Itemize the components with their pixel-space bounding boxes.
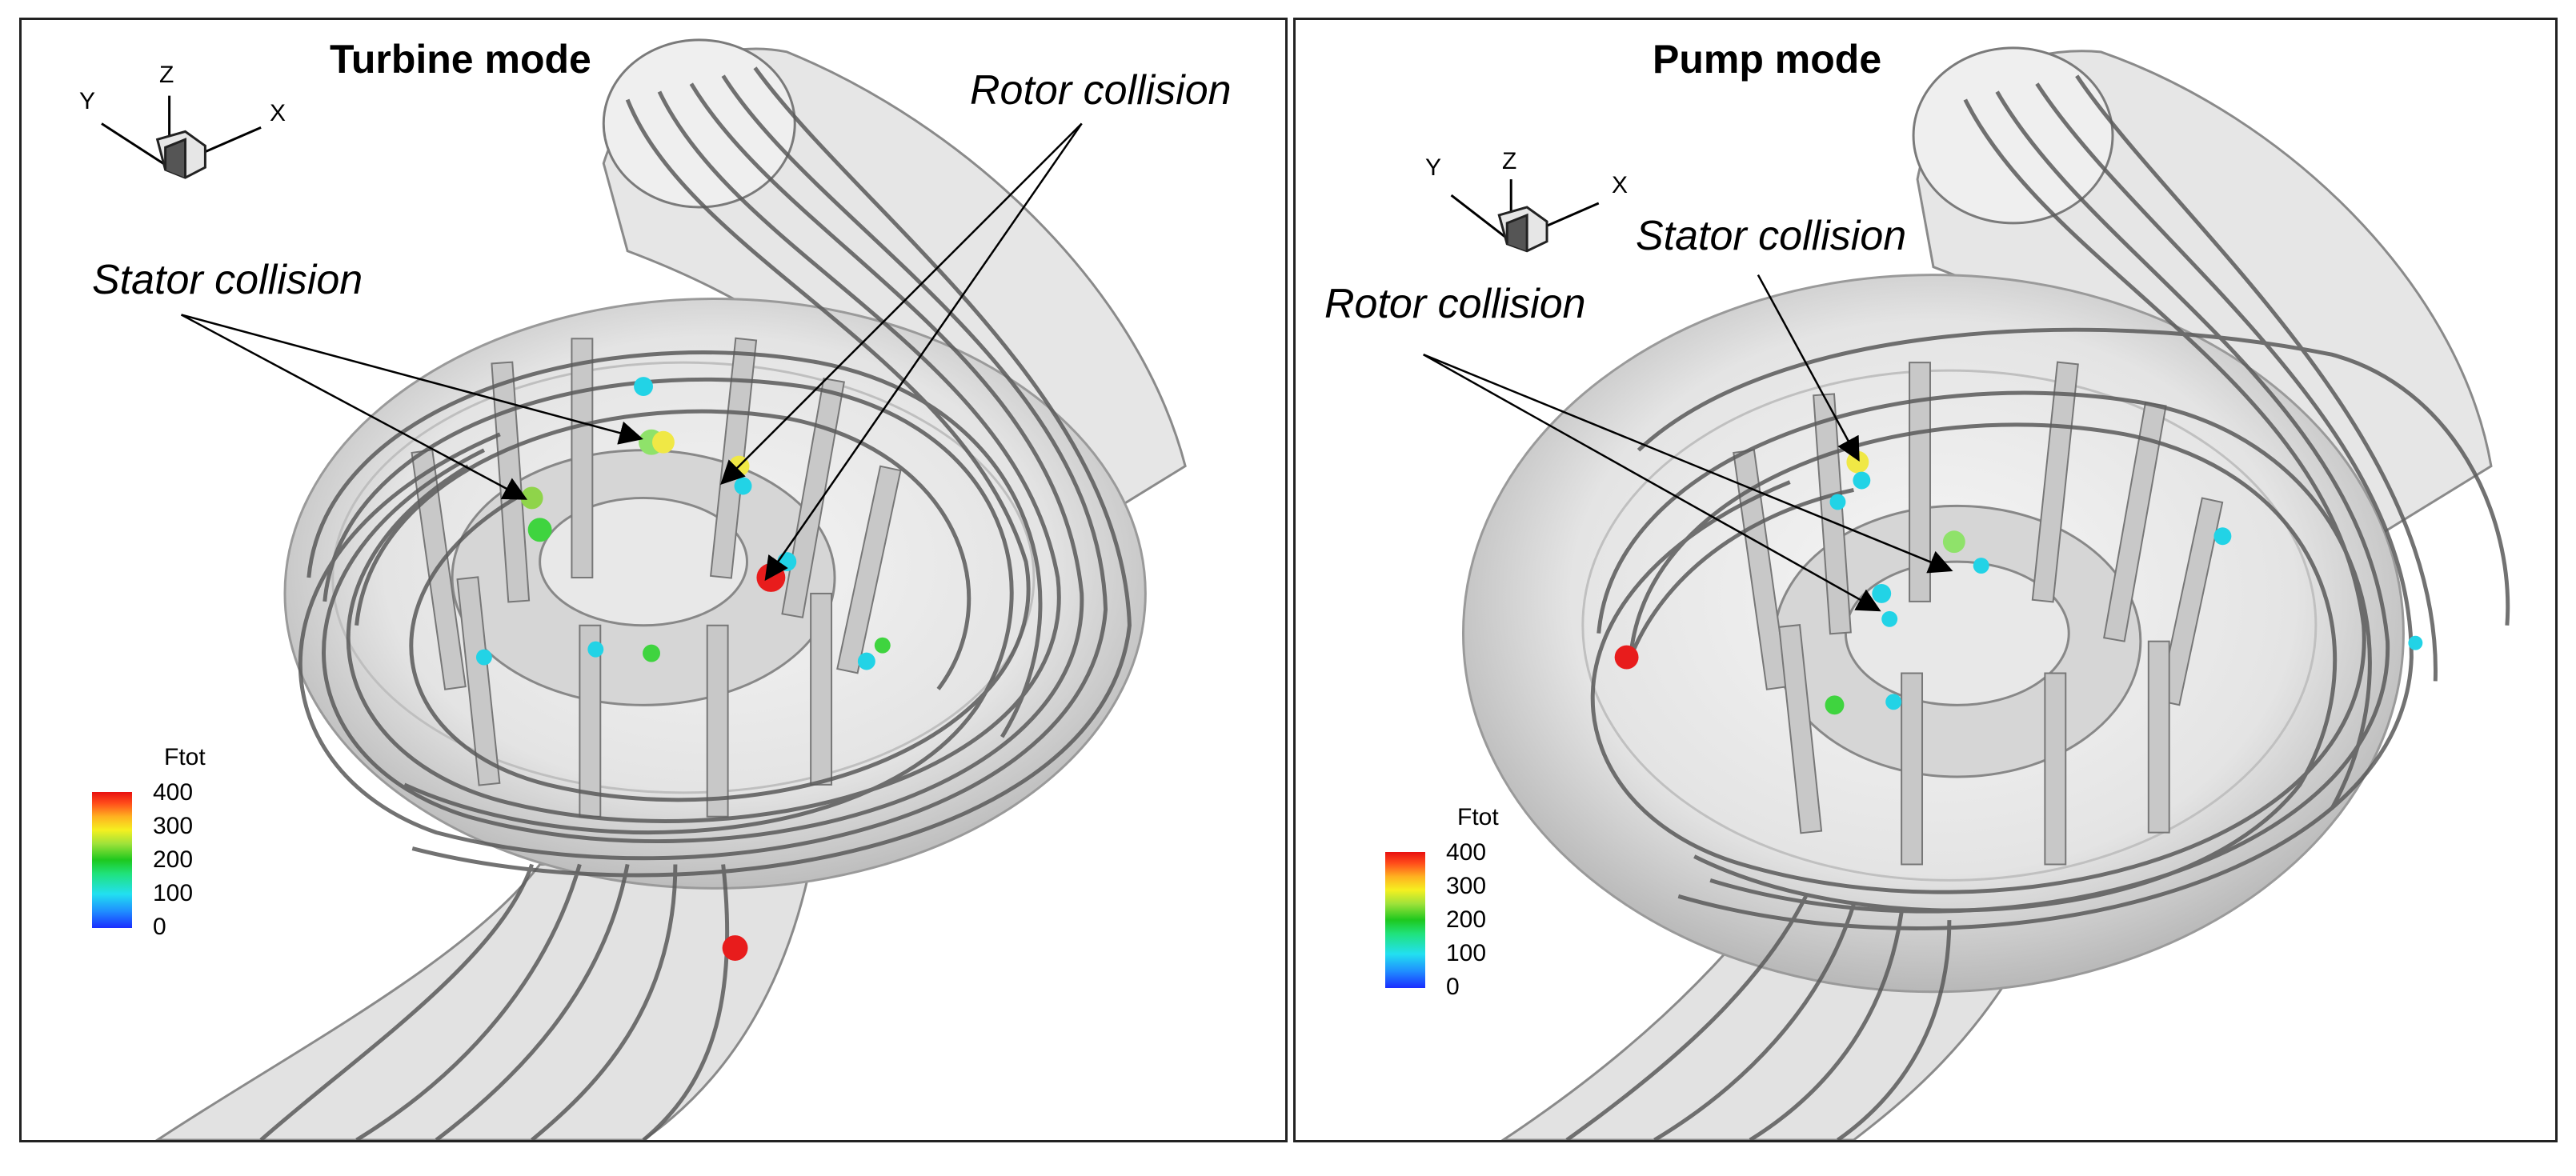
streamlines bbox=[259, 66, 1132, 1140]
turbine-mode-title: Turbine mode bbox=[330, 37, 591, 82]
guide-vanes bbox=[411, 337, 902, 818]
axis-triad bbox=[1450, 179, 1600, 253]
legend-tick: 300 bbox=[1446, 873, 1487, 899]
axis-y-label: Y bbox=[79, 88, 96, 114]
pump-flow-scene bbox=[1423, 46, 2510, 1140]
legend-tick: 200 bbox=[153, 846, 194, 873]
rotor-collision-label: Rotor collision bbox=[1324, 281, 1586, 327]
pump-mode-title: Pump mode bbox=[1653, 37, 1882, 82]
ftot-colorbar-legend: Ftot 400 300 200 100 0 bbox=[92, 744, 220, 944]
legend-tick: 100 bbox=[1446, 940, 1487, 966]
turbine-flow-scene bbox=[101, 38, 1187, 1140]
turbine-mode-panel: Turbine mode Rotor collision Stator coll… bbox=[19, 18, 1288, 1142]
axis-y-label: Y bbox=[1425, 154, 1442, 181]
axis-triad bbox=[101, 95, 262, 179]
legend-tick: 0 bbox=[1446, 974, 1460, 1000]
axis-z-label: Z bbox=[1502, 148, 1517, 174]
stator-collision-label: Stator collision bbox=[1636, 213, 1907, 259]
ftot-colorbar-legend: Ftot 400 300 200 100 0 bbox=[1385, 804, 1513, 1004]
streamlines bbox=[1565, 74, 2510, 1140]
colorbar bbox=[92, 792, 132, 928]
annotation-arrows bbox=[180, 122, 1083, 582]
draft-tube bbox=[154, 862, 812, 1140]
inlet-opening bbox=[1912, 46, 2114, 225]
axis-x-label: X bbox=[1612, 172, 1629, 198]
legend-title: Ftot bbox=[1457, 804, 1499, 830]
stator-collision-label: Stator collision bbox=[92, 257, 363, 303]
legend-title: Ftot bbox=[164, 744, 206, 770]
legend-tick: 300 bbox=[153, 813, 194, 839]
rotor-collision-label: Rotor collision bbox=[970, 67, 1232, 114]
colorbar bbox=[1385, 852, 1425, 988]
legend-tick: 400 bbox=[1446, 839, 1487, 866]
axis-z-label: Z bbox=[159, 62, 174, 88]
axis-x-label: X bbox=[270, 100, 286, 126]
legend-tick: 100 bbox=[153, 880, 194, 906]
pump-mode-panel: Pump mode Stator collision Rotor collisi… bbox=[1293, 18, 2558, 1142]
annotation-arrows bbox=[1423, 274, 1953, 612]
inlet-opening bbox=[602, 38, 796, 209]
legend-tick: 0 bbox=[153, 914, 166, 940]
guide-vanes bbox=[1733, 361, 2224, 866]
legend-tick: 400 bbox=[153, 779, 194, 806]
legend-tick: 200 bbox=[1446, 906, 1487, 933]
